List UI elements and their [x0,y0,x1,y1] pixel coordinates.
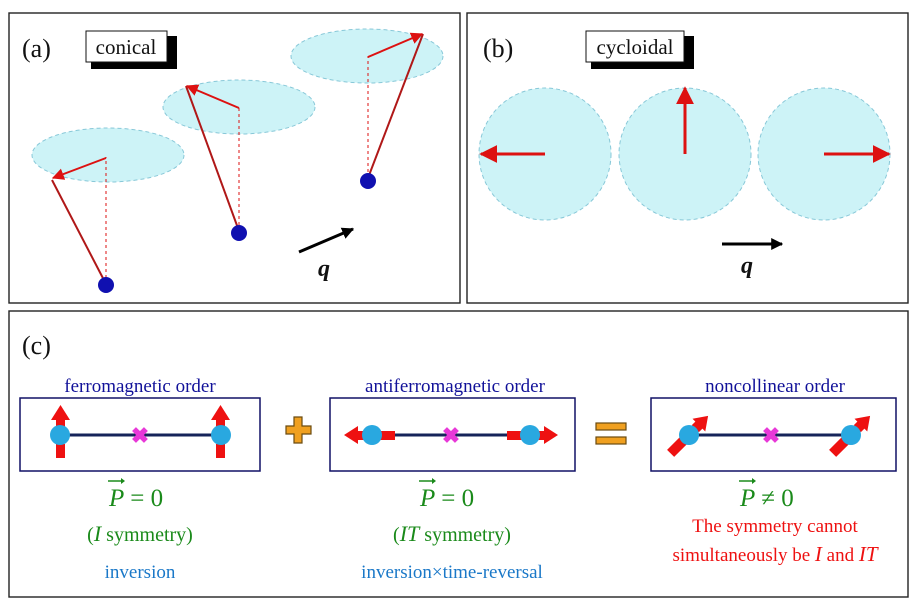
noncollinear-polarization-value: ≠ 0 [761,485,793,512]
spin-vector [367,33,424,179]
spin-projection-arrow [367,32,424,58]
polarization-symbol: P [739,485,755,512]
panel-b-label: (b) [483,34,513,63]
polarization-symbol: P [108,485,124,512]
magnetic-ion [520,425,540,445]
cycloid-disk-2 [618,86,752,221]
spin-site [360,173,376,189]
ferro-symmetry: (I symmetry) [87,521,193,546]
q-label: q [741,253,753,279]
polarization-equation: P≠ 0 [739,485,794,512]
antiferro-polarization-value: = 0 [441,485,474,512]
magnetic-ion [362,425,382,445]
noncollinear-title: noncollinear order [705,376,845,397]
spin-vector [185,85,240,232]
spin-site [98,277,114,293]
equals-sign-icon [595,422,627,445]
cone-3 [290,28,444,189]
spin-right [507,426,558,444]
antiferro-title: antiferromagnetic order [365,376,546,397]
noncollinear-polarization: P≠ 0 [739,478,794,512]
cycloid-disk-1 [478,87,612,221]
spin-vector [51,179,107,285]
ferro-polarization-value: = 0 [130,485,163,512]
ferro-title: ferromagnetic order [64,376,216,397]
panel-b-title: cycloidal [597,35,674,59]
noncollinear-order: noncollinear order ✖ [650,376,897,472]
polarization-symbol: P [419,485,435,512]
polarization-equation: P= 0 [108,485,163,512]
panel-a-title-box [85,30,168,63]
spin-projection-arrow [51,157,107,180]
spin-projection-arrow [185,84,240,109]
inversion-center-icon: ✖ [442,423,460,448]
cone-ellipse [31,127,185,183]
inversion-center-icon: ✖ [762,423,780,448]
antiferro-caption: inversion×time-reversal [361,562,543,583]
panel-b-title-box [585,30,685,63]
cone-ellipse [290,28,444,84]
inversion-center-icon: ✖ [131,423,149,448]
panel-b-cycloidal: (b) cycloidal q [466,12,909,304]
magnetic-ion [679,425,699,445]
panel-a-label: (a) [22,34,51,63]
spin-left [344,426,395,444]
cycloid-disk-3 [757,87,891,221]
ferro-polarization: P= 0 [108,478,163,512]
ferro-caption: inversion [105,562,176,583]
magnetic-ion [50,425,70,445]
panel-a-conical: (a) conical q [8,12,461,304]
cone-1 [31,127,185,293]
panel-a-title: conical [96,35,157,59]
spin-up-left [51,405,70,458]
panel-c-label: (c) [22,331,51,360]
noncollinear-note-line1: The symmetry cannot [692,516,858,537]
spin-up-right [211,405,230,458]
q-label: q [318,256,330,282]
panel-c-orders: (c) ferromagnetic order ✖ antiferromagne [8,310,909,598]
magnetic-ion [841,425,861,445]
ferro-order: ferromagnetic order ✖ [19,376,261,472]
magnetic-ion [211,425,231,445]
cone-2 [162,79,316,241]
polarization-equation: P= 0 [419,485,474,512]
noncollinear-note-line2: simultaneously be I and IT [672,542,878,566]
antiferro-symmetry: (IT symmetry) [393,521,511,546]
plus-sign-icon [285,416,312,444]
spin-site [231,225,247,241]
q-vector-arrow [298,227,355,254]
antiferro-polarization: P= 0 [419,478,474,512]
antiferro-order: antiferromagnetic order ✖ [329,376,576,472]
